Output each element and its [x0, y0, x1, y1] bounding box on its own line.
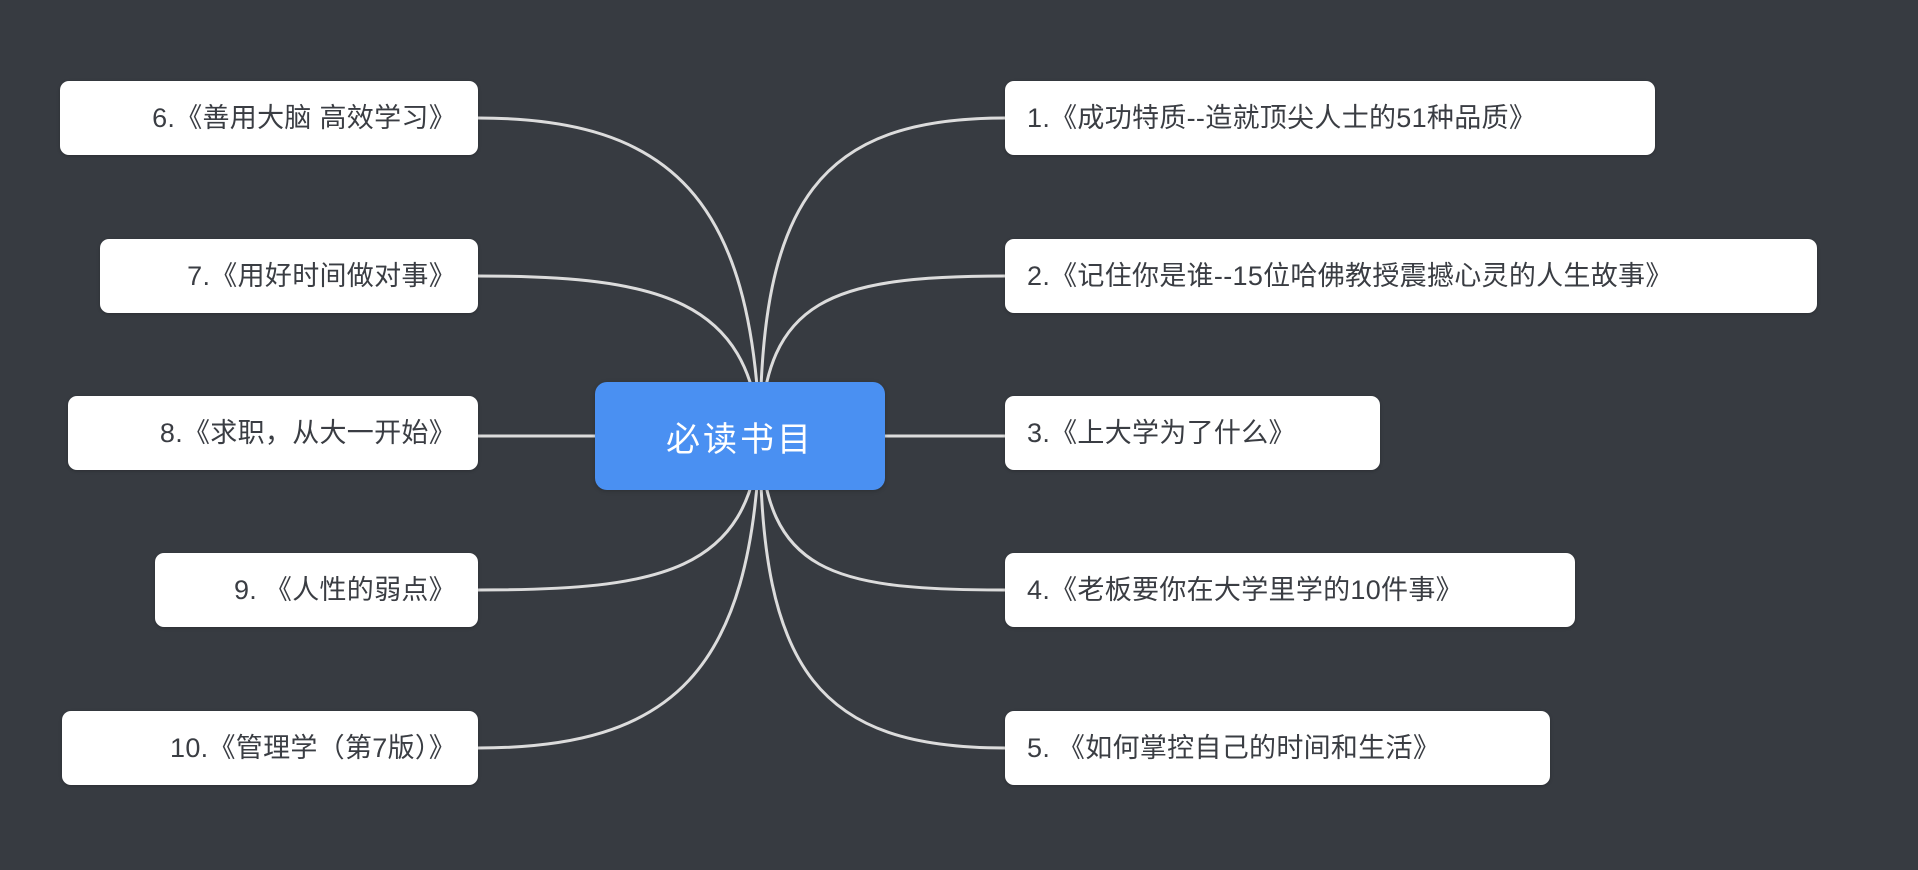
book-node-5[interactable]: 5. 《如何掌控自己的时间和生活》: [1005, 711, 1550, 785]
book-node-label: 2.《记住你是谁--15位哈佛教授震撼心灵的人生故事》: [1027, 260, 1673, 291]
book-node-label: 7.《用好时间做对事》: [187, 260, 456, 291]
book-node-label: 1.《成功特质--造就顶尖人士的51种品质》: [1027, 102, 1537, 133]
book-node-label: 10.《管理学（第7版）》: [170, 732, 456, 763]
book-node-4[interactable]: 4.《老板要你在大学里学的10件事》: [1005, 553, 1575, 627]
book-node-8[interactable]: 8.《求职，从大一开始》: [68, 396, 478, 470]
root-node-label: 必读书目: [666, 420, 814, 459]
book-node-1[interactable]: 1.《成功特质--造就顶尖人士的51种品质》: [1005, 81, 1655, 155]
root-node[interactable]: 必读书目: [595, 382, 885, 490]
book-node-label: 6.《善用大脑 高效学习》: [152, 102, 456, 133]
book-node-label: 4.《老板要你在大学里学的10件事》: [1027, 574, 1463, 605]
book-node-2[interactable]: 2.《记住你是谁--15位哈佛教授震撼心灵的人生故事》: [1005, 239, 1817, 313]
book-node-label: 3.《上大学为了什么》: [1027, 417, 1296, 448]
book-node-10[interactable]: 10.《管理学（第7版）》: [62, 711, 478, 785]
book-node-6[interactable]: 6.《善用大脑 高效学习》: [60, 81, 478, 155]
book-node-3[interactable]: 3.《上大学为了什么》: [1005, 396, 1380, 470]
book-node-label: 5. 《如何掌控自己的时间和生活》: [1027, 732, 1441, 763]
book-node-label: 8.《求职，从大一开始》: [159, 417, 456, 448]
book-node-9[interactable]: 9. 《人性的弱点》: [155, 553, 478, 627]
book-node-label: 9. 《人性的弱点》: [233, 574, 456, 605]
book-node-7[interactable]: 7.《用好时间做对事》: [100, 239, 478, 313]
